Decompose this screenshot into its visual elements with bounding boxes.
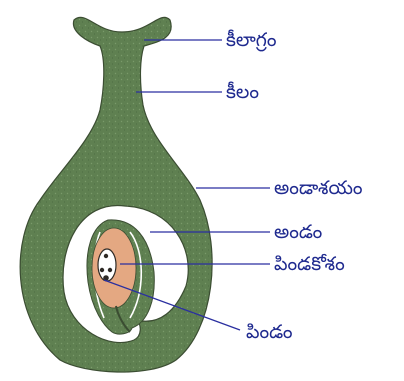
embryo-sac-label: పిండకోశం [274,253,345,275]
embryo-sac-nucleus-right [108,268,112,272]
ovary-label: అండాశయం [274,177,363,199]
ovule-label: అండం [274,221,322,243]
style-label: కీలం [226,81,259,103]
embryo-label: పిండం [246,321,293,343]
embryo-sac-nucleus-left [100,268,104,272]
embryo-sac-nucleus-upper [104,254,108,258]
stigma-label: కీలాగ్రం [226,29,277,52]
